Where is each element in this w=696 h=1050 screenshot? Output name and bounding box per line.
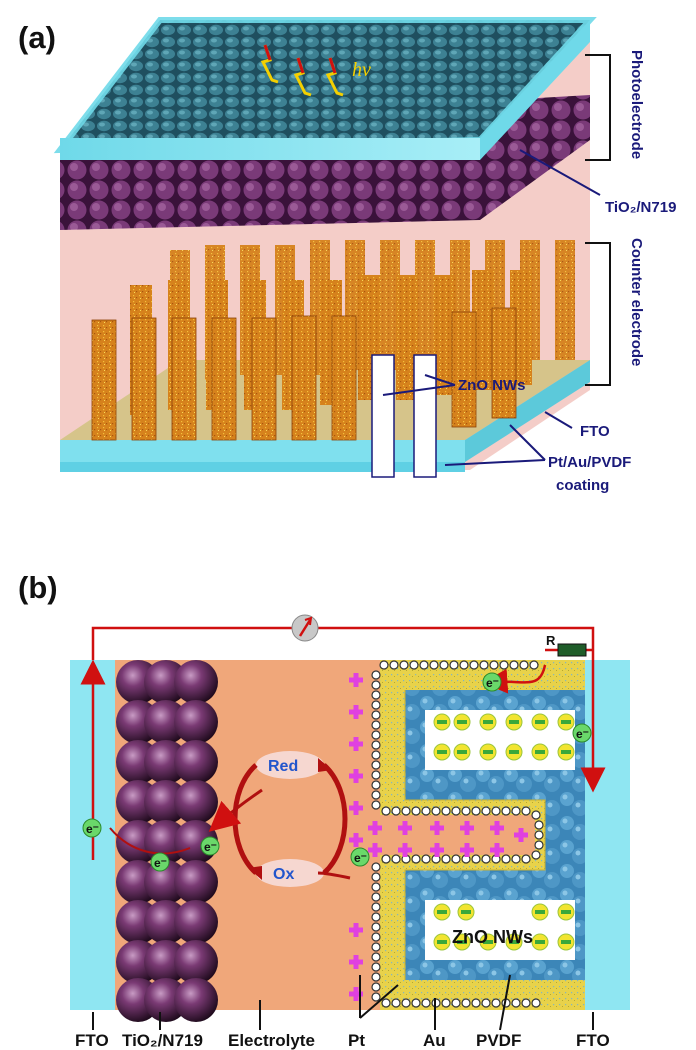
electron-label-5: e⁻ [486,676,499,690]
counter-electrode-label: Counter electrode [628,238,645,366]
red-label: Red [268,758,298,775]
zno-leader-2 [424,374,456,386]
electron-label-2: e⁻ [154,856,167,870]
light-bolts [260,44,344,97]
pt-label: Pt [348,1031,365,1050]
redox-cycle [208,751,351,887]
zno-leader-1 [382,384,456,396]
electron-path-right [482,664,547,694]
hv-label: hv [352,59,371,81]
ox-label: Ox [273,866,294,883]
zno-cutaway-1 [371,354,395,478]
zno-nanowires [91,240,575,478]
photoelectrode-glass [53,17,597,160]
bottom-fto-side [465,360,590,462]
ammeter-icon [291,614,319,642]
electrons [82,672,592,872]
resistor [557,643,587,657]
tio2-top-surface [60,20,590,150]
electrolyte-channel [358,815,535,855]
fto-label-a: FTO [580,423,610,440]
zno-label-a: ZnO NWs [458,377,526,394]
electron-label-1: e⁻ [86,822,99,836]
counter-bracket [585,242,611,386]
pt-beads [371,660,544,1008]
coating-label-2: coating [556,477,609,494]
panel-a-diagram: hv [53,17,611,478]
electrolyte-label: Electrolyte [228,1031,315,1050]
tio2-label: TiO₂/N719 [605,199,676,216]
bottom-glass-edge [60,462,465,472]
tio2-spheres [116,660,218,1022]
zno-label-b: ZnO NWs [452,927,533,947]
negative-charges [433,713,575,951]
fto-right-label: FTO [576,1031,610,1050]
fto-leader [544,411,573,429]
photoelectrode-label: Photoelectrode [628,50,645,159]
top-glass-front [60,138,480,160]
panel-b-diagram: e⁻ e⁻ e⁻ e⁻ e⁻ e⁻ [70,614,630,1031]
coating-leader-2 [444,459,546,466]
fto-left-label: FTO [75,1031,109,1050]
photoelectrode-bracket [585,54,611,161]
bottom-ticks [92,974,594,1031]
zno-cutaway-2 [413,354,437,478]
electron-label-6: e⁻ [576,727,589,741]
bottom-fto-front [60,440,465,462]
tio2-leader [519,149,601,196]
panel-b-label: (b) [18,570,58,605]
pvdf-label: PVDF [476,1031,521,1050]
panel-a-label: (a) [18,20,56,55]
au-label: Au [423,1031,446,1050]
tio2-label-b: TiO₂/N719 [122,1031,203,1050]
electron-label-4: e⁻ [354,851,367,865]
top-glass-side [480,20,590,160]
coating-leader-1 [509,424,546,461]
coating-label-1: Pt/Au/PVDF [548,454,631,471]
electron-label-3: e⁻ [204,840,217,854]
ox-bubble [256,859,324,887]
resistor-label: R [546,633,556,648]
red-bubble [256,751,324,779]
positive-charges [349,673,528,1001]
external-circuit [80,626,606,860]
electron-path-left [109,827,191,855]
